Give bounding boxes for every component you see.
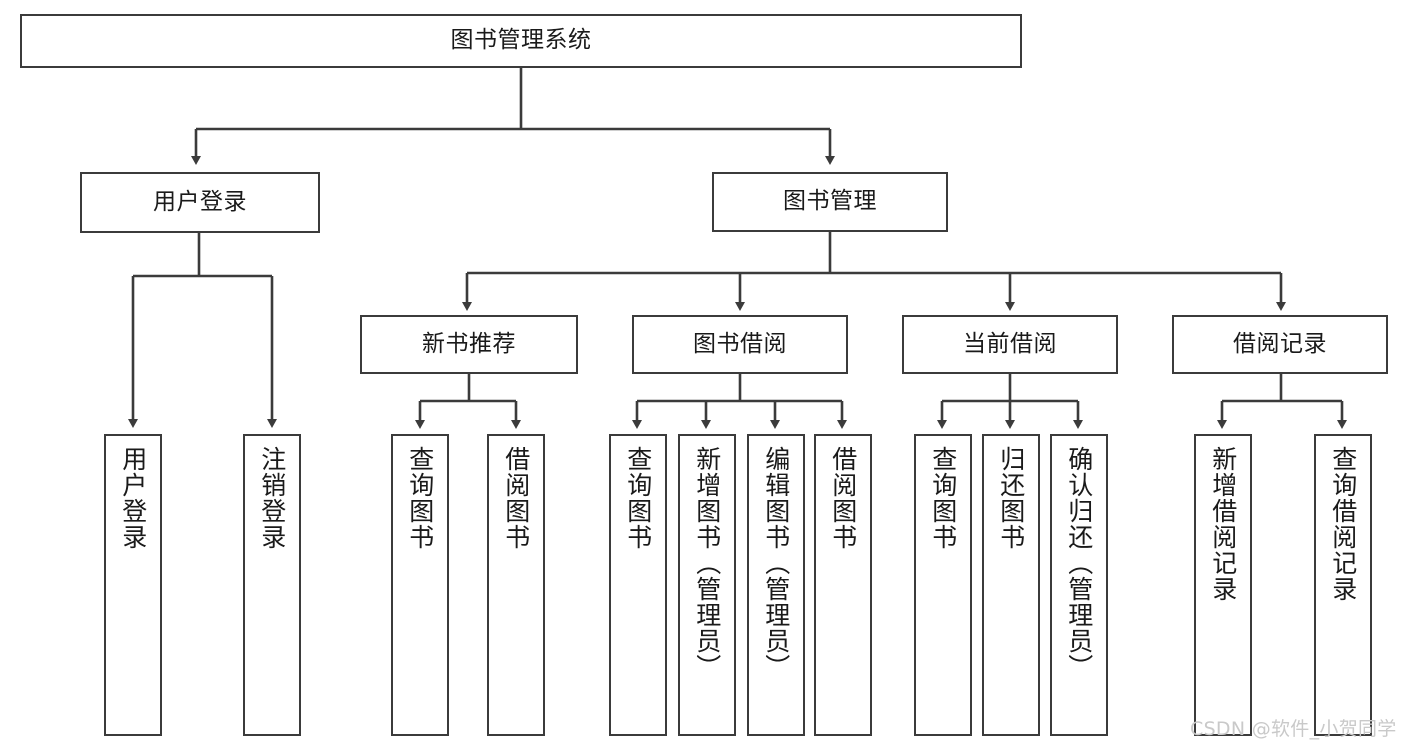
node-book-management[interactable]: 图书管理 (712, 172, 948, 232)
leaf-user-login-logout[interactable]: 注销登录 (243, 434, 301, 736)
node-label: 查询图书 (405, 446, 435, 550)
node-label: 当前借阅 (963, 330, 1057, 357)
node-user-login[interactable]: 用户登录 (80, 172, 320, 233)
node-root-system[interactable]: 图书管理系统 (20, 14, 1022, 68)
node-label: 查询图书 (623, 446, 653, 550)
node-label: 图书借阅 (693, 330, 787, 357)
node-label: 查询借阅记录 (1328, 446, 1358, 602)
node-label: 查询图书 (928, 446, 958, 550)
leaf-user-login-login[interactable]: 用户登录 (104, 434, 162, 736)
leaf-borrow-add-book-admin[interactable]: 新增图书（管理员） (678, 434, 736, 736)
node-label: 新增借阅记录 (1208, 446, 1238, 602)
node-label: 注销登录 (257, 446, 287, 550)
node-label: 用户登录 (118, 446, 148, 550)
node-label: 归还图书 (996, 446, 1026, 550)
csdn-watermark: CSDN @软件_小贺同学 (1190, 718, 1397, 740)
leaf-record-query-record[interactable]: 查询借阅记录 (1314, 434, 1372, 736)
leaf-current-query-book[interactable]: 查询图书 (914, 434, 972, 736)
node-label: 确认归还（管理员） (1064, 446, 1094, 680)
node-label: 图书管理 (783, 188, 877, 215)
leaf-record-add-record[interactable]: 新增借阅记录 (1194, 434, 1252, 736)
node-new-book-recommend[interactable]: 新书推荐 (360, 315, 578, 374)
leaf-current-confirm-return-admin[interactable]: 确认归还（管理员） (1050, 434, 1108, 736)
node-label: 借阅记录 (1233, 330, 1327, 357)
node-book-borrow[interactable]: 图书借阅 (632, 315, 848, 374)
node-label: 借阅图书 (501, 446, 531, 550)
leaf-new-book-query[interactable]: 查询图书 (391, 434, 449, 736)
node-label: 编辑图书（管理员） (761, 446, 791, 680)
leaf-borrow-query-book[interactable]: 查询图书 (609, 434, 667, 736)
leaf-new-book-borrow[interactable]: 借阅图书 (487, 434, 545, 736)
node-label: 图书管理系统 (450, 27, 592, 54)
node-label: 用户登录 (153, 188, 247, 215)
leaf-borrow-borrow-book[interactable]: 借阅图书 (814, 434, 872, 736)
leaf-current-return-book[interactable]: 归还图书 (982, 434, 1040, 736)
node-current-borrow[interactable]: 当前借阅 (902, 315, 1118, 374)
node-label: 新增图书（管理员） (692, 446, 722, 680)
node-label: 借阅图书 (828, 446, 858, 550)
node-label: 新书推荐 (422, 330, 516, 357)
leaf-borrow-edit-book-admin[interactable]: 编辑图书（管理员） (747, 434, 805, 736)
node-borrow-record[interactable]: 借阅记录 (1172, 315, 1388, 374)
